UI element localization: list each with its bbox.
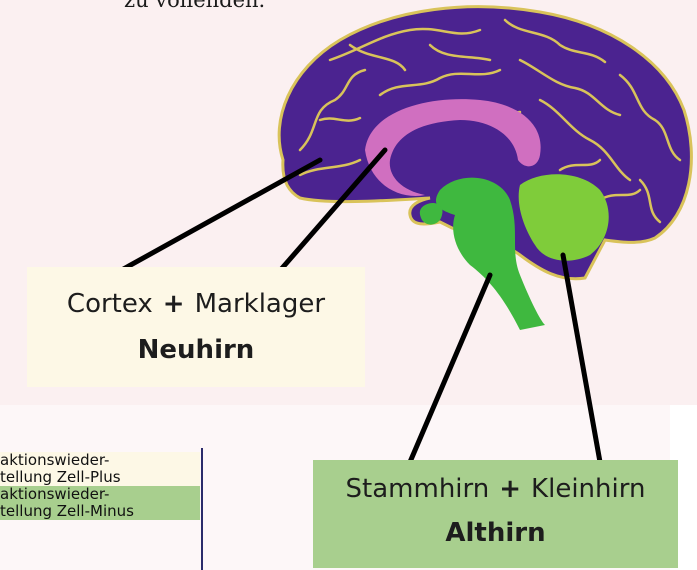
legend-item-minus: aktionswieder- tellung Zell-Minus bbox=[0, 486, 200, 520]
plus-sign: + bbox=[163, 289, 185, 319]
plus-sign: + bbox=[499, 474, 521, 504]
stammhirn-label: Stammhirn bbox=[346, 474, 490, 504]
neuhirn-callout: Cortex + Marklager Neuhirn bbox=[27, 267, 365, 387]
legend-minus-line2: tellung Zell-Minus bbox=[0, 503, 200, 520]
kleinhirn-label: Kleinhirn bbox=[531, 474, 645, 504]
legend-plus-line1: aktionswieder- bbox=[0, 452, 200, 469]
marklager-label: Marklager bbox=[195, 289, 325, 319]
althirn-callout: Stammhirn + Kleinhirn Althirn bbox=[313, 460, 678, 568]
legend-plus-line2: tellung Zell-Plus bbox=[0, 469, 200, 486]
legend: aktionswieder- tellung Zell-Plus aktions… bbox=[0, 452, 200, 520]
pointer-stammhirn bbox=[410, 275, 490, 462]
legend-divider bbox=[201, 448, 203, 570]
neuhirn-title: Neuhirn bbox=[27, 335, 365, 365]
cortex-label: Cortex bbox=[67, 289, 153, 319]
althirn-title: Althirn bbox=[313, 518, 678, 548]
pointer-kleinhirn bbox=[563, 255, 600, 462]
legend-minus-line1: aktionswieder- bbox=[0, 486, 200, 503]
legend-item-plus: aktionswieder- tellung Zell-Plus bbox=[0, 452, 200, 486]
